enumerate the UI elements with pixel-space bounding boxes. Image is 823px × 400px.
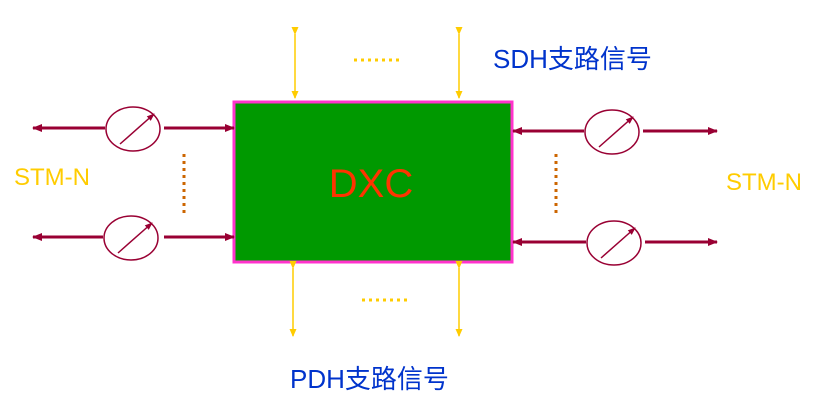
dxc-label: DXC <box>329 162 413 206</box>
left-top-port-icon <box>105 106 161 152</box>
left-bottom-port-icon <box>103 215 159 261</box>
stm-n-right-label: STM-N <box>726 169 802 196</box>
right-top-port-icon <box>584 109 640 155</box>
dxc-box <box>232 100 514 264</box>
stm-n-left-label: STM-N <box>14 164 90 191</box>
pdh-tributary-label: PDH支路信号 <box>290 364 449 394</box>
sdh-tributary-label: SDH支路信号 <box>493 44 652 74</box>
right-bottom-port-icon <box>586 220 642 266</box>
